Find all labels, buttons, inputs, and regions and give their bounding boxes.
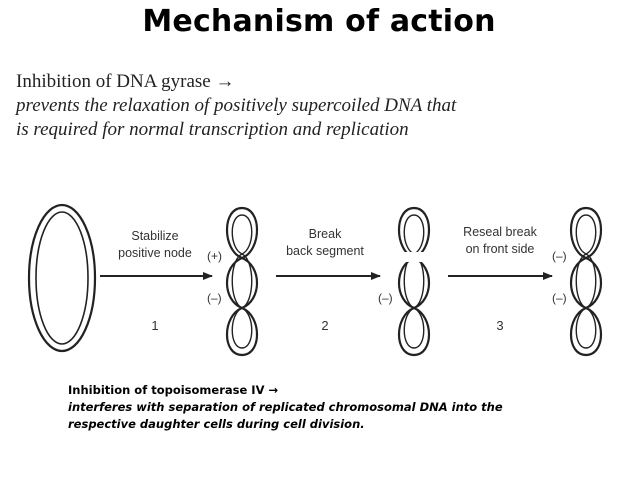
step-2-label-line-1: Break [309,227,342,241]
step-3-number: 3 [496,318,503,333]
gyrase-effect-line-2: is required for normal transcription and… [16,119,409,140]
figure-2-bottom-node-sign: (–) [378,291,393,305]
gyrase-description: Inhibition of DNA gyrase → prevents the … [16,70,626,142]
step-1-label-line-2: positive node [118,246,192,260]
topoisomerase-description: Inhibition of topoisomerase IV → interfe… [68,382,608,433]
figure-1-bottom-node-sign: (–) [207,291,222,305]
gyrase-mechanism-diagram: Stabilize positive node 1 (+) (–) Break … [27,203,603,357]
topoisomerase-heading: Inhibition of topoisomerase IV → [68,383,279,397]
page-title: Mechanism of action [142,4,496,39]
supercoiled-dna-figure-3 [569,206,603,357]
step-1-label-line-1: Stabilize [131,229,178,243]
figure-3-top-node-sign: (–) [552,249,567,263]
gyrase-effect-line-1: prevents the relaxation of positively su… [16,95,457,116]
topoisomerase-effect-line-1: interferes with separation of replicated… [68,400,503,414]
step-3-label-line-1: Reseal break [463,225,537,239]
figure-3-bottom-node-sign: (–) [552,291,567,305]
step-3-label-line-2: on front side [466,242,535,256]
supercoiled-dna-figure-1 [225,206,259,357]
gyrase-heading: Inhibition of DNA gyrase → [16,71,235,92]
relaxed-circular-dna [27,203,97,353]
step-2-number: 2 [321,318,328,333]
step-1-number: 1 [151,318,158,333]
supercoiled-dna-figure-2 [397,206,431,357]
step-2-label-line-2: back segment [286,244,364,258]
topoisomerase-effect-line-2: respective daughter cells during cell di… [68,417,365,431]
figure-1-top-node-sign: (+) [207,249,222,263]
